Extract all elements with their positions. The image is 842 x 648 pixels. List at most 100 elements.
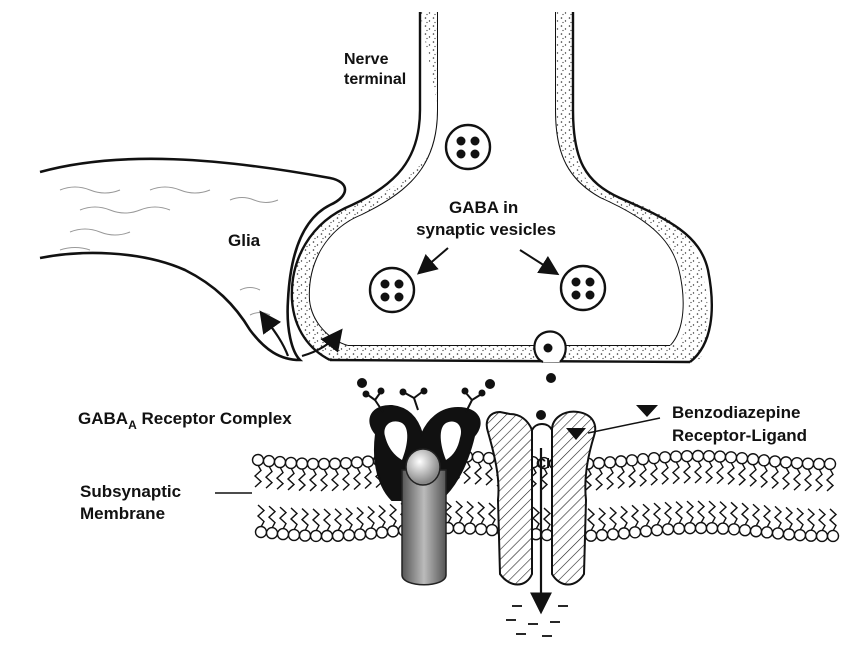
lipid-tail <box>346 508 352 530</box>
lipid-tail <box>335 509 341 531</box>
lipid-head <box>454 523 465 534</box>
lipid-tail <box>324 509 330 531</box>
lipid-tail <box>742 503 748 525</box>
lipid-head <box>289 529 300 540</box>
lipid-tail <box>750 464 756 486</box>
lipid-head <box>751 526 762 537</box>
lipid-head <box>817 530 828 541</box>
lipid-tail <box>357 507 363 529</box>
lipid-head <box>388 526 399 537</box>
lipid-head <box>718 523 729 534</box>
lipid-tail <box>786 507 792 529</box>
lipid-head <box>707 523 718 534</box>
fusing-vesicle <box>534 332 565 362</box>
chloride-channel <box>487 412 595 636</box>
glia-label: Glia <box>228 231 261 250</box>
lipid-head <box>333 530 344 541</box>
lipid-tail <box>709 501 715 523</box>
lipid-tail <box>717 462 723 484</box>
lipid-tail <box>687 501 693 523</box>
lipid-tail <box>684 461 690 483</box>
lipid-head <box>366 528 377 539</box>
lipid-head <box>825 458 836 469</box>
synaptic-vesicle-right <box>561 266 605 310</box>
lipid-tail <box>775 506 781 528</box>
lipid-head <box>770 456 781 467</box>
lipid-head <box>330 458 341 469</box>
lipid-tail <box>596 468 602 490</box>
benzodiazepine-leader <box>588 418 660 433</box>
lipid-tail <box>610 507 616 529</box>
lipid-tail <box>753 504 759 526</box>
lipid-head <box>308 458 319 469</box>
lipid-tail <box>599 508 605 530</box>
lipid-tail <box>643 504 649 526</box>
synaptic-vesicle-left <box>370 268 414 312</box>
lipid-tail <box>830 509 836 531</box>
benzodiazepine-label: Benzodiazepine Receptor-Ligand <box>672 403 807 445</box>
lipid-head <box>759 455 770 466</box>
lipid-head <box>278 529 289 540</box>
lipid-tail <box>379 505 385 527</box>
lipid-head <box>814 458 825 469</box>
lipid-head <box>682 451 693 462</box>
lipid-head <box>465 523 476 534</box>
lipid-tail <box>651 463 657 485</box>
lipid-tail <box>607 467 613 489</box>
lipid-head <box>663 524 674 535</box>
lipid-head <box>726 452 737 463</box>
lipid-tail <box>706 461 712 483</box>
lipid-head <box>762 527 773 538</box>
lipid-head <box>275 457 286 468</box>
lipid-head <box>704 451 715 462</box>
nerve-terminal-label: Nerve terminal <box>344 51 406 88</box>
lipid-head <box>352 457 363 468</box>
lipid-tail <box>332 469 338 491</box>
lipid-tail <box>731 502 737 524</box>
chloride-label: Cl <box>536 455 550 471</box>
lipid-tail <box>819 509 825 531</box>
lipid-tail <box>805 469 811 491</box>
lipid-tail <box>640 464 646 486</box>
lipid-head <box>795 530 806 541</box>
lipid-head <box>586 530 597 541</box>
lipid-tail <box>544 508 550 530</box>
lipid-tail <box>720 502 726 524</box>
lipid-head <box>363 456 374 467</box>
lipid-head <box>784 529 795 540</box>
lipid-head <box>297 458 308 469</box>
lipid-tail <box>698 501 704 523</box>
lipid-head <box>322 530 333 541</box>
lipid-tail <box>478 502 484 524</box>
lipid-head <box>319 458 330 469</box>
lipid-tail <box>621 506 627 528</box>
lipid-head <box>264 456 275 467</box>
reuptake-arrow-glia <box>262 314 288 356</box>
lipid-head <box>685 523 696 534</box>
lipid-tail <box>764 505 770 527</box>
lipid-head <box>638 454 649 465</box>
synaptic-vesicle-top <box>446 125 490 169</box>
lipid-tail <box>258 505 264 527</box>
lipid-tail <box>728 462 734 484</box>
lipid-head <box>773 528 784 539</box>
lipid-tail <box>343 468 349 490</box>
lipid-tail <box>739 463 745 485</box>
lipid-head <box>311 530 322 541</box>
lipid-tail <box>475 462 481 484</box>
lipid-tail <box>618 466 624 488</box>
lipid-tail <box>299 469 305 491</box>
lipid-head <box>737 453 748 464</box>
lipid-head <box>487 525 498 536</box>
lipid-head <box>286 457 297 468</box>
lipid-head <box>608 529 619 540</box>
lipid-head <box>630 527 641 538</box>
lipid-head <box>781 457 792 468</box>
lipid-head <box>619 528 630 539</box>
lipid-tail <box>533 507 539 529</box>
lipid-tail <box>783 467 789 489</box>
lipid-tail <box>291 508 297 530</box>
lipid-tail <box>654 503 660 525</box>
lipid-tail <box>816 469 822 491</box>
